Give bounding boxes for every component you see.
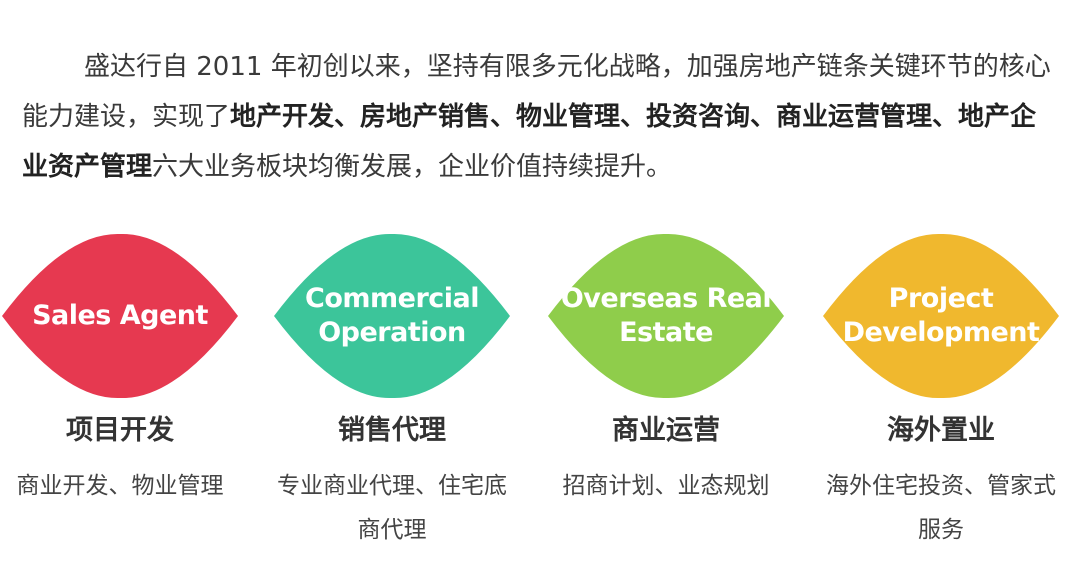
leaf-shape [821, 232, 1061, 400]
leaf-label: Sales Agent [32, 300, 208, 331]
leaf-shape [272, 232, 512, 400]
business-card-sales-agent: Sales Agent 项目开发 商业开发、物业管理 [0, 232, 240, 562]
leaf-label: Overseas Real Estate [560, 283, 772, 348]
business-card-commercial-operation: Commercial Operation 销售代理 专业商业代理、住宅底商代理 [272, 232, 512, 562]
intro-text: 盛达行自 2011 年初创以来，坚持有限多元化战略，加强房地产链条关键环节的核心… [22, 52, 1051, 132]
leaf-shape [0, 232, 240, 400]
leaf-shape [546, 232, 786, 400]
intro-highlight: 地产开发、房地产销售、物业管理、投资咨询、商业运营管理、地产企业资产管理 [22, 102, 1037, 182]
card-title: 项目开发 [66, 415, 174, 446]
card-title: 商业运营 [612, 415, 720, 446]
card-title: 海外置业 [887, 415, 995, 446]
leaf-label: Commercial Operation [305, 283, 480, 348]
business-card-overseas-real-estate: Overseas Real Estate 商业运营 招商计划、业态规划 [546, 232, 786, 562]
business-card-project-development: Project Development 海外置业 海外住宅投资、管家式服务 [821, 232, 1061, 562]
card-description: 海外住宅投资、管家式服务 [826, 473, 1056, 543]
intro-paragraph: 盛达行自 2011 年初创以来，坚持有限多元化战略，加强房地产链条关键环节的核心… [22, 42, 1062, 192]
card-description: 招商计划、业态规划 [562, 473, 770, 499]
card-description: 专业商业代理、住宅底商代理 [277, 473, 507, 543]
leaf-label: Project Development [842, 283, 1040, 348]
card-title: 销售代理 [338, 415, 446, 446]
intro-text-end: 六大业务板块均衡发展，企业价值持续提升。 [152, 152, 673, 182]
card-description: 商业开发、物业管理 [16, 473, 224, 499]
